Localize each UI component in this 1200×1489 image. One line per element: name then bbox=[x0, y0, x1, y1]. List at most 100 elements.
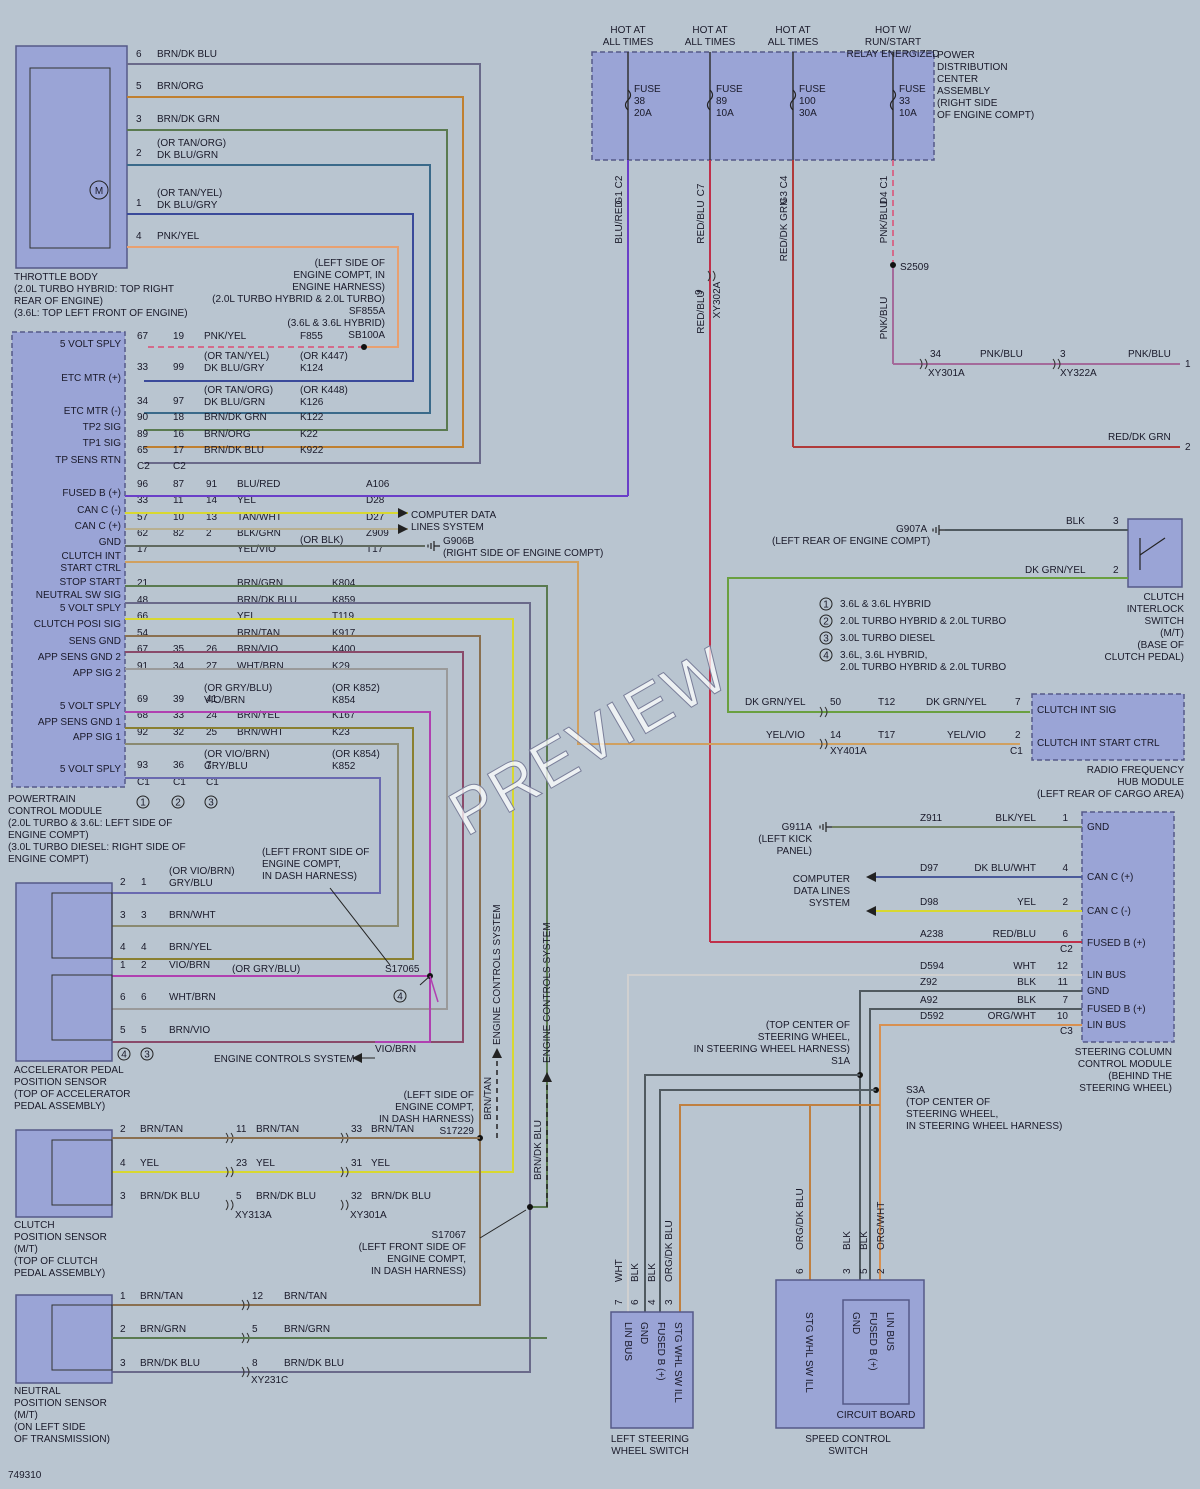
option-number: 3 bbox=[823, 634, 829, 645]
splice-label: S17065 bbox=[385, 964, 420, 975]
circuit-label: K400 bbox=[332, 644, 356, 655]
wire-label: BLK bbox=[859, 1231, 870, 1250]
circuit-label: D28 bbox=[366, 495, 385, 506]
pcm-pin-label: TP SENS RTN bbox=[55, 455, 121, 466]
pin-b: 10 bbox=[173, 512, 185, 523]
wire-label: PNK/BLU bbox=[879, 201, 890, 244]
pin-label: 11 bbox=[236, 1124, 247, 1135]
clutch-switch-title: CLUTCH PEDAL) bbox=[1105, 652, 1184, 663]
g906b-label: G906B bbox=[443, 536, 474, 547]
wire-wht-brn bbox=[112, 668, 448, 1010]
pin-label: 2 bbox=[1185, 442, 1191, 453]
wire-label: DK GRN/YEL bbox=[1025, 565, 1086, 576]
wire-label: BRN/DK BLU bbox=[237, 595, 297, 606]
rf-hub-title: RADIO FREQUENCY bbox=[1087, 765, 1185, 776]
pin-label: 1 bbox=[1062, 813, 1068, 824]
wire-brn-vio bbox=[112, 651, 464, 1043]
connector-xy322a bbox=[1052, 358, 1061, 370]
wire-label: BLK bbox=[1017, 977, 1036, 988]
wire-vio-brn bbox=[429, 975, 439, 1003]
wire-label: WHT/BRN bbox=[169, 992, 216, 1003]
pin-label: C2 bbox=[1060, 944, 1073, 955]
throttle-title: (2.0L TURBO HYBRID: TOP RIGHT bbox=[14, 284, 174, 295]
wire-label: BLK bbox=[1066, 516, 1085, 527]
wire-label: ORG/WHT bbox=[988, 1011, 1036, 1022]
wire-label: BLK bbox=[842, 1231, 853, 1250]
splice-sf855a bbox=[361, 344, 367, 350]
circuit-label: K167 bbox=[332, 710, 356, 721]
g906b-label: (RIGHT SIDE OF ENGINE COMPT) bbox=[443, 548, 603, 559]
pin-a: 67 bbox=[137, 331, 149, 342]
pcm-pin-label: APP SENS GND 2 bbox=[38, 652, 122, 663]
clutch-switch-title: (BASE OF bbox=[1137, 640, 1184, 651]
connector-label: XY313A bbox=[235, 1210, 272, 1221]
throttle-title: THROTTLE BODY bbox=[14, 272, 98, 283]
pcm-pin-label: 5 VOLT SPLY bbox=[60, 603, 121, 614]
ground-g911a bbox=[819, 822, 832, 832]
connector-label: XY301A bbox=[928, 368, 965, 379]
fuse-label: FUSE bbox=[716, 84, 743, 95]
pin-label: 6 bbox=[630, 1299, 641, 1305]
pin-label: 4 bbox=[1062, 863, 1068, 874]
pin-label: 3 bbox=[1113, 516, 1119, 527]
neutral-position-title: (M/T) bbox=[14, 1410, 38, 1421]
wire-brn-org bbox=[127, 96, 464, 448]
option-number: 4 bbox=[397, 992, 403, 1003]
pin-c: 24 bbox=[206, 710, 218, 721]
pin-label: 31 bbox=[351, 1158, 363, 1169]
s3a-note: IN STEERING WHEEL HARNESS) bbox=[906, 1121, 1062, 1132]
pdc-title: ASSEMBLY bbox=[937, 86, 990, 97]
circuit-label: K804 bbox=[332, 578, 356, 589]
pin-a: 96 bbox=[137, 479, 149, 490]
pcm-pin-label: APP SIG 1 bbox=[73, 732, 122, 743]
wire-dkgrn-yel bbox=[727, 577, 1128, 713]
pin-label: 3 bbox=[1060, 349, 1066, 360]
option-number: 1 bbox=[140, 798, 146, 809]
connector-label: XY401A bbox=[830, 746, 867, 757]
pdc-title: CENTER bbox=[937, 74, 978, 85]
clutch-position-title: (M/T) bbox=[14, 1244, 38, 1255]
connector-label: XY322A bbox=[1060, 368, 1097, 379]
left-switch-title: WHEEL SWITCH bbox=[611, 1446, 688, 1457]
fuse-pins: G3 C4 bbox=[779, 175, 790, 204]
wire-label: RED/DK GRN bbox=[1108, 432, 1171, 443]
circuit-label: T119 bbox=[332, 611, 354, 622]
wire-label: BRN/YEL bbox=[237, 710, 280, 721]
clutch-position-title: CLUTCH bbox=[14, 1220, 55, 1231]
pcm-title: ENGINE COMPT) bbox=[8, 830, 89, 841]
wire-label: BRN/GRN bbox=[140, 1324, 186, 1335]
wire-label: BRN/DK BLU bbox=[157, 49, 217, 60]
wire-label: RED/BLU bbox=[993, 929, 1036, 940]
neutral-position-title: POSITION SENSOR bbox=[14, 1398, 107, 1409]
wire-label: VIO/BRN bbox=[169, 960, 210, 971]
fuse-label: 10A bbox=[716, 108, 734, 119]
wire-label: WHT bbox=[614, 1259, 625, 1282]
pin-label: 2 bbox=[120, 1324, 126, 1335]
pin-label: 2 bbox=[120, 1124, 126, 1135]
wire-label: YEL bbox=[237, 495, 256, 506]
pin-label: 32 bbox=[351, 1191, 363, 1202]
throttle-splice-note: (LEFT SIDE OF bbox=[315, 258, 385, 269]
splice-note: (LEFT FRONT SIDE OF bbox=[359, 1242, 466, 1253]
wire-label: BRN/VIO bbox=[237, 644, 278, 655]
wire-org-dkblu bbox=[679, 1104, 880, 1312]
clutch-position-box bbox=[15, 1129, 113, 1218]
ground-label: G907A bbox=[896, 524, 927, 535]
wire-label: BRN/DK BLU bbox=[256, 1191, 316, 1202]
wire-label: BLK bbox=[630, 1263, 641, 1282]
motor-icon bbox=[89, 180, 109, 200]
pin-a: 65 bbox=[137, 445, 149, 456]
app-title: (TOP OF ACCELERATOR bbox=[14, 1089, 131, 1100]
pin-a: 92 bbox=[137, 727, 149, 738]
wire-label: YEL bbox=[1017, 897, 1036, 908]
wire-label: BRN/TAN bbox=[256, 1124, 299, 1135]
pdc-header: ALL TIMES bbox=[768, 37, 819, 48]
pin-label: 6 bbox=[136, 49, 142, 60]
pcm-pin-label: 5 VOLT SPLY bbox=[60, 764, 121, 775]
rf-hub-box bbox=[1031, 693, 1185, 761]
wire-label: YEL bbox=[140, 1158, 159, 1169]
pin-label: C3 bbox=[1060, 1026, 1073, 1037]
pin-label: 5 bbox=[141, 1025, 147, 1036]
pcm-pin-label: CLUTCH POSI SIG bbox=[34, 619, 121, 630]
